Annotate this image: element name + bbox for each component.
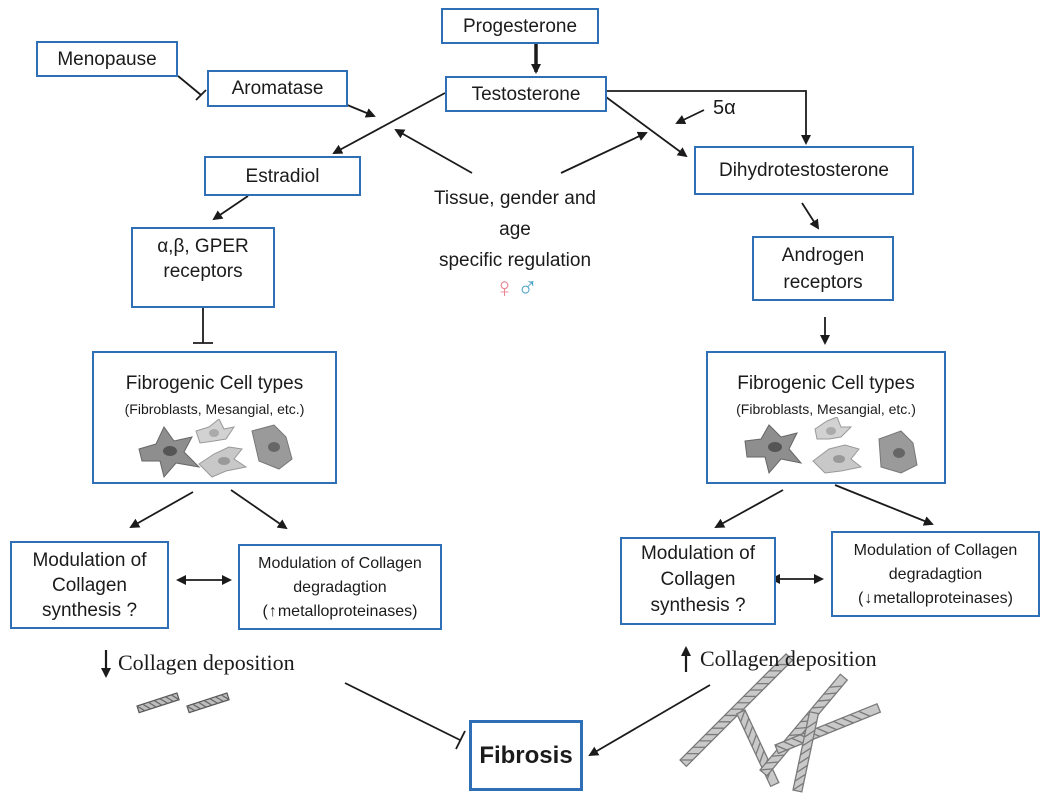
regulation-line-1: Tissue, gender and — [434, 188, 596, 209]
synthesis-right-line-1: Modulation of — [640, 543, 756, 564]
progesterone-label: Progesterone — [462, 16, 578, 37]
arrow-fibro-synth-left — [129, 491, 194, 528]
receptors-left-line-2: receptors — [163, 261, 243, 282]
fibrogenic-right-box: Fibrogenic Cell types (Fibroblasts, Mesa… — [706, 351, 946, 484]
fibrogenic-left-box: Fibrogenic Cell types (Fibroblasts, Mesa… — [92, 351, 337, 484]
arrow-fibro-synth-right — [714, 489, 784, 528]
fibroblast-cell-icon — [138, 419, 293, 479]
fibroblast-cell-icon — [744, 417, 918, 475]
metalloproteinases-label: metalloproteinases) — [873, 590, 1013, 607]
receptors-right-line-2: receptors — [783, 272, 863, 293]
synthesis-left-text: Modulation of Collagen synthesis ? — [12, 548, 167, 623]
estradiol-label: Estradiol — [245, 166, 320, 187]
aromatase-label: Aromatase — [231, 78, 324, 99]
receptors-left-line-1: α,β, GPER — [157, 236, 249, 257]
synthesis-left-box: Modulation of Collagen synthesis ? — [10, 541, 169, 629]
synthesis-left-line-2: Collagen — [52, 575, 127, 596]
receptors-right-box: Androgen receptors — [752, 236, 894, 301]
receptors-right-text: Androgen receptors — [754, 242, 892, 296]
menopause-label: Menopause — [57, 49, 157, 70]
aromatase-box: Aromatase — [207, 70, 348, 107]
degradation-left-line-1: Modulation of Collagen — [258, 555, 422, 572]
open-paren: ( — [262, 603, 268, 620]
collagen-fiber-icon — [136, 692, 230, 714]
regulation-line-3: specific regulation — [438, 250, 592, 271]
fibrogenic-left-subtitle: (Fibroblasts, Mesangial, etc.) — [124, 401, 305, 417]
receptors-left-text: α,β, GPER receptors — [133, 234, 273, 284]
inhibit-bar — [195, 89, 207, 101]
dht-box: Dihydrotestosterone — [694, 146, 914, 195]
inhibit-deposition-fibrosis — [344, 682, 461, 741]
arrow-fibro-degr-left — [230, 489, 288, 530]
collagen-mesh-icon — [679, 653, 882, 793]
estradiol-box: Estradiol — [204, 156, 361, 196]
fibrogenic-right-subtitle: (Fibroblasts, Mesangial, etc.) — [736, 401, 916, 417]
testosterone-label: Testosterone — [471, 84, 581, 105]
synthesis-left-line-1: Modulation of — [32, 550, 147, 571]
arrow-deposition-fibrosis — [588, 684, 711, 757]
deposition-left-label: Collagen deposition — [118, 650, 295, 675]
synthesis-right-box: Modulation of Collagen synthesis ? — [620, 537, 776, 625]
degradation-right-line-2: degradagtion — [888, 566, 983, 583]
male-symbol-icon: ♂ — [517, 272, 538, 303]
synthesis-right-line-3: synthesis ? — [650, 595, 746, 616]
deposition-right-label: Collagen deposition — [700, 646, 877, 671]
arrow-estradiol-receptors — [212, 195, 249, 221]
dht-label: Dihydrotestosterone — [718, 160, 890, 181]
menopause-box: Menopause — [36, 41, 178, 77]
degradation-right-line-3: (↓metalloproteinases) — [833, 587, 1038, 611]
down-arrow-icon: ↓ — [864, 590, 873, 607]
fibrosis-box: Fibrosis — [469, 720, 583, 791]
female-symbol-icon: ♀ — [494, 272, 515, 303]
inhibit-menopause-aromatase — [177, 75, 202, 96]
fibrogenic-right-title: Fibrogenic Cell types — [737, 373, 915, 394]
synthesis-left-line-3: synthesis ? — [41, 600, 138, 621]
synthesis-right-text: Modulation of Collagen synthesis ? — [622, 541, 774, 619]
up-arrow-icon: ↑ — [268, 603, 277, 620]
degradation-left-line-2: degradagtion — [293, 579, 387, 596]
fibrogenic-left-title: Fibrogenic Cell types — [125, 373, 304, 394]
open-paren: ( — [858, 590, 864, 607]
degradation-left-line-3: (↑metalloproteinases) — [240, 600, 440, 624]
synthesis-right-line-2: Collagen — [660, 569, 736, 590]
regulation-line-2: age — [499, 219, 531, 240]
testosterone-box: Testosterone — [445, 76, 607, 112]
five-alpha-label: 5α — [713, 97, 736, 119]
arrow-fibro-degr-right — [834, 484, 934, 526]
receptors-left-box: α,β, GPER receptors — [131, 227, 275, 308]
arrow-dht-androgen — [801, 202, 820, 230]
arrow-regulation-left — [394, 129, 473, 174]
inhibit-bar-3 — [455, 730, 466, 750]
degradation-right-text: Modulation of Collagen degradagtion (↓me… — [833, 539, 1038, 611]
degradation-right-box: Modulation of Collagen degradagtion (↓me… — [831, 531, 1040, 617]
arrow-testo-estradiol — [332, 92, 446, 154]
arrow-testo-dht — [605, 96, 688, 158]
metalloproteinases-label: metalloproteinases) — [277, 603, 418, 620]
arrow-5alpha — [675, 109, 705, 125]
arrow-testo-elbow — [606, 90, 811, 145]
progesterone-box: Progesterone — [441, 8, 599, 44]
degradation-right-line-1: Modulation of Collagen — [853, 542, 1018, 559]
receptors-right-line-1: Androgen — [781, 245, 865, 266]
arrow-regulation-right — [560, 131, 648, 174]
fibrosis-label: Fibrosis — [479, 742, 573, 769]
degradation-left-text: Modulation of Collagen degradagtion (↑me… — [240, 552, 440, 624]
degradation-left-box: Modulation of Collagen degradagtion (↑me… — [238, 544, 442, 630]
regulation-text: Tissue, gender and age specific regulati… — [400, 183, 630, 276]
